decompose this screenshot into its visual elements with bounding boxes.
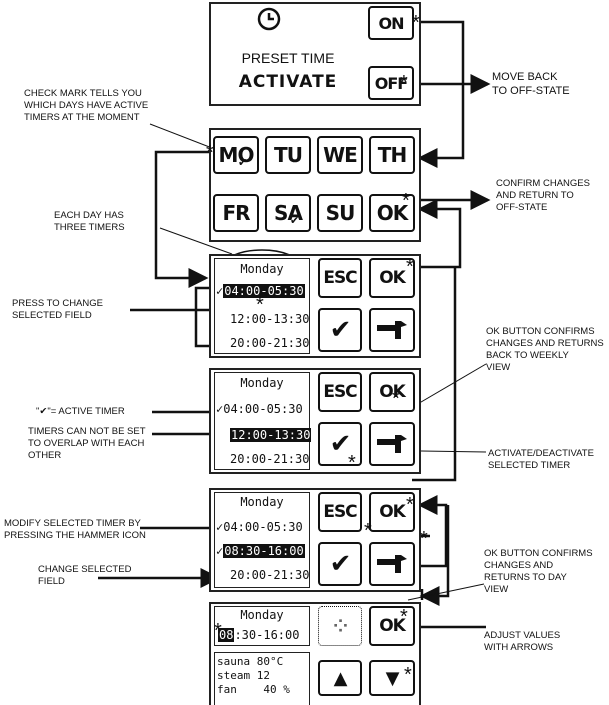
up-arrow-button[interactable]: ▲ xyxy=(318,660,362,696)
dotted-button[interactable]: ⁘ xyxy=(318,606,362,646)
ok-button-3[interactable]: OK xyxy=(369,492,415,532)
day-ok-to-week-arrow xyxy=(417,199,462,269)
timer-2-2[interactable]: 12:00-13:30 xyxy=(230,428,312,442)
esc-button-1[interactable]: ESC xyxy=(318,258,362,298)
day-title-1: Monday xyxy=(240,262,284,276)
clock-icon xyxy=(256,6,282,32)
timer-1-2[interactable]: 12:00-13:30 xyxy=(230,312,310,326)
each-day-leader xyxy=(159,227,233,255)
check-mark-note: CHECK MARK TELLS YOU WHICH DAYS HAVE ACT… xyxy=(24,88,149,123)
on-to-th-arrow xyxy=(417,20,465,168)
hammer-button-1[interactable] xyxy=(369,308,415,352)
day-list-1 xyxy=(214,258,310,354)
status-fan: fan 40 % xyxy=(217,683,290,696)
timer-3-3[interactable]: 20:00-21:30 xyxy=(230,568,310,582)
select-field-bracket xyxy=(194,286,218,348)
overlap-note: TIMERS CAN NOT BE SET TO OVERLAP WITH EA… xyxy=(28,426,146,461)
asterisk-marker: * xyxy=(420,528,428,550)
edit-ok-button[interactable]: OK xyxy=(369,606,415,646)
asterisk-marker: * xyxy=(406,494,414,516)
timer-3-2[interactable]: ✓08:30-16:00 xyxy=(216,544,305,558)
hammer-icon xyxy=(377,435,407,453)
day-button-tu[interactable]: TU xyxy=(265,136,311,174)
day-button-we[interactable]: WE xyxy=(317,136,363,174)
on-button[interactable]: ON xyxy=(368,6,414,40)
esc-button-3[interactable]: ESC xyxy=(318,492,362,532)
ok-button-2[interactable]: OK xyxy=(369,372,415,412)
day-button-mo[interactable]: MO xyxy=(213,136,259,174)
asterisk-marker: * xyxy=(392,388,400,410)
day-button-fr[interactable]: FR xyxy=(213,194,259,232)
each-day-note: EACH DAY HAS THREE TIMERS xyxy=(54,210,125,233)
press-change-note: PRESS TO CHANGE SELECTED FIELD xyxy=(12,298,103,321)
ok-day-note: OK BUTTON CONFIRMS CHANGES AND RETURNS T… xyxy=(484,548,593,595)
day-title-3: Monday xyxy=(240,495,284,509)
activate-label: ACTIVATE xyxy=(238,72,338,92)
asterisk-marker: * xyxy=(400,606,408,628)
status-box xyxy=(214,652,310,705)
modify-note: MODIFY SELECTED TIMER BY PRESSING THE HA… xyxy=(4,518,146,541)
adjust-note: ADJUST VALUES WITH ARROWS xyxy=(484,630,561,653)
day-button-th[interactable]: TH xyxy=(369,136,415,174)
activate-deactivate-note: ACTIVATE/DEACTIVATE SELECTED TIMER xyxy=(488,448,594,471)
asterisk-marker: * xyxy=(406,256,414,278)
timer-1-3[interactable]: 20:00-21:30 xyxy=(230,336,310,350)
mo-check-icon: ✔ xyxy=(238,157,248,169)
preset-time-label: PRESET TIME xyxy=(241,50,335,66)
asterisk-marker: * xyxy=(348,452,356,474)
esc-button-2[interactable]: ESC xyxy=(318,372,362,412)
timer-2-3[interactable]: 20:00-21:30 xyxy=(230,452,310,466)
day-title-2: Monday xyxy=(240,376,284,390)
hammer-icon xyxy=(377,321,407,339)
day-list-2 xyxy=(214,372,310,470)
edit-time-field[interactable]: 08:30-16:00 xyxy=(218,628,300,642)
weekly-ok-button[interactable]: OK xyxy=(369,194,415,232)
check-button-1[interactable]: ✔ xyxy=(318,308,362,352)
move-back-note: MOVE BACK TO OFF-STATE xyxy=(492,71,570,97)
day3-ok-back-arrow xyxy=(412,266,457,482)
day-button-su[interactable]: SU xyxy=(317,194,363,232)
hammer-icon xyxy=(377,555,407,573)
down-arrow-button[interactable]: ▼ xyxy=(369,660,415,696)
timer-2-1[interactable]: ✓04:00-05:30 xyxy=(216,402,303,416)
asterisk-marker: * xyxy=(364,520,372,542)
confirm-note: CONFIRM CHANGES AND RETURN TO OFF-STATE xyxy=(496,178,590,213)
mo-to-day-arrow xyxy=(154,150,210,288)
arrow-right-edit xyxy=(419,505,450,606)
day-list-3 xyxy=(214,492,310,588)
timer-3-1[interactable]: ✓04:00-05:30 xyxy=(216,520,303,534)
status-sauna: sauna 80°C xyxy=(217,655,284,668)
check-mark-leader xyxy=(149,123,213,149)
asterisk-marker: * xyxy=(400,72,408,94)
edit-day-title: Monday xyxy=(240,608,284,622)
hammer-button-3[interactable] xyxy=(369,542,415,586)
timer-1-1[interactable]: ✓04:00-05:30 xyxy=(216,284,305,298)
status-steam: steam 12 xyxy=(217,669,270,682)
ok-day-leader xyxy=(407,583,485,601)
asterisk-marker: * xyxy=(402,190,410,212)
sa-check-icon: ✔ xyxy=(290,215,300,227)
ok-weekly-note: OK BUTTON CONFIRMS CHANGES AND RETURNS B… xyxy=(486,326,604,373)
asterisk-marker: * xyxy=(404,664,412,686)
asterisk-marker: * xyxy=(214,620,222,642)
change-field-note: CHANGE SELECTED FIELD xyxy=(38,564,132,587)
active-timer-note: "✔"= ACTIVE TIMER xyxy=(36,406,125,417)
asterisk-marker: * xyxy=(206,142,214,164)
off-button[interactable]: OFF xyxy=(368,66,414,100)
ok-button-1[interactable]: OK xyxy=(369,258,415,298)
check-button-3[interactable]: ✔ xyxy=(318,542,362,586)
asterisk-marker: * xyxy=(256,294,264,316)
day-button-sa[interactable]: SA xyxy=(265,194,311,232)
asterisk-marker: * xyxy=(412,12,420,34)
check-button-2[interactable]: ✔ xyxy=(318,422,362,466)
edit-ok-to-day-arrow xyxy=(417,495,448,568)
hammer-button-2[interactable] xyxy=(369,422,415,466)
